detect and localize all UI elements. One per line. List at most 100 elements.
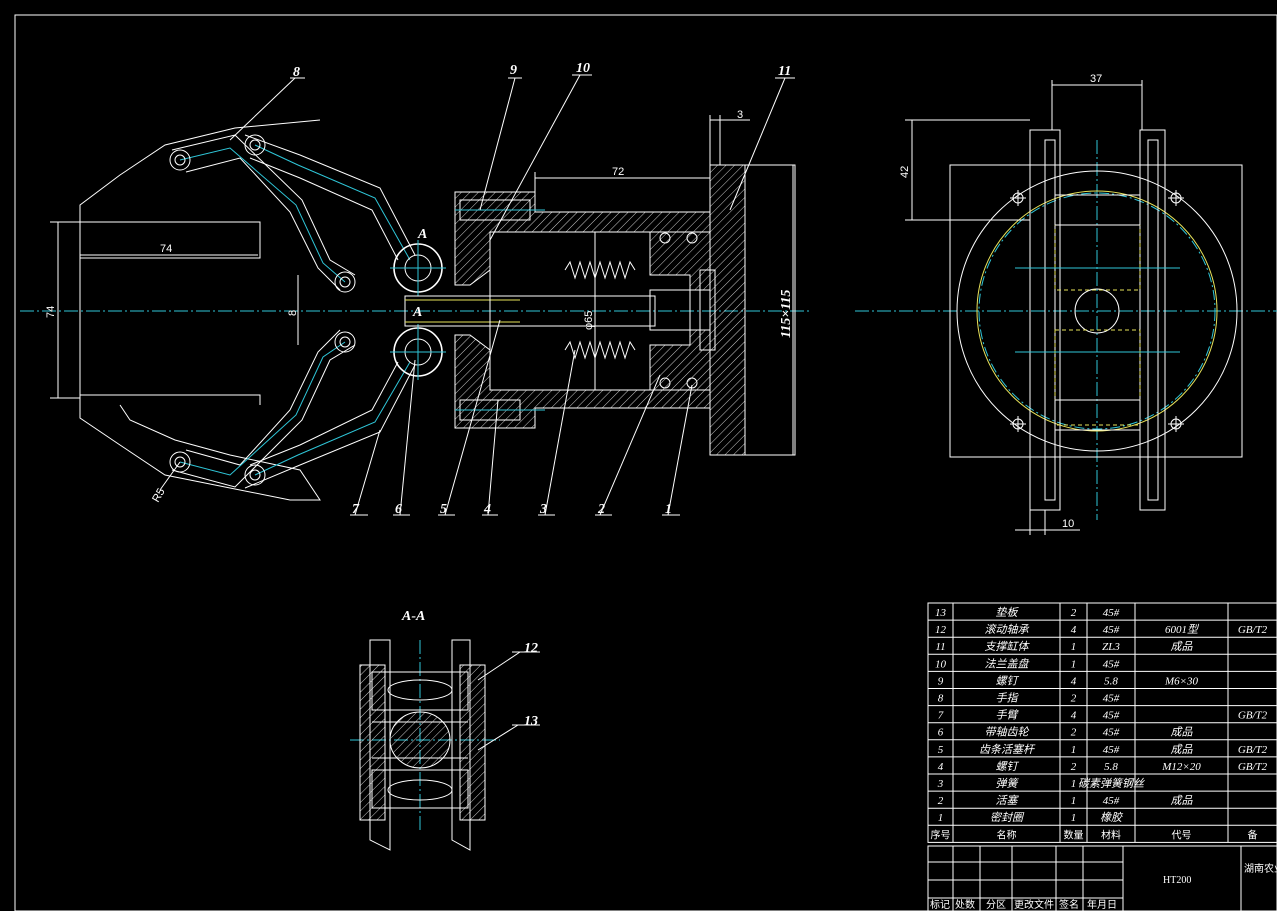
title-block: HT200 湖南农业 标记 处数 分区 更改文件 签名 年月日	[927, 845, 1277, 911]
table-cell-material: 45#	[1103, 710, 1120, 722]
label-part-7: 7	[352, 502, 360, 517]
table-cell-qty: 1	[1071, 812, 1077, 824]
table-cell-std: GB/T2	[1238, 624, 1268, 636]
table-header-name: 名称	[997, 828, 1017, 841]
dim-phi65: φ65	[583, 311, 595, 330]
label-part-11: 11	[778, 64, 791, 79]
footer-label-sign: 签名	[1059, 898, 1079, 911]
table-cell-qty: 4	[1071, 710, 1077, 722]
table-cell-name: 手臂	[996, 709, 1020, 722]
dim-74-vertical: 74	[45, 306, 57, 318]
gear-lower	[390, 324, 446, 380]
table-cell-name: 密封圈	[990, 811, 1025, 824]
table-cell-material: 45#	[1103, 658, 1120, 670]
table-cell-qty: 4	[1071, 675, 1077, 687]
table-cell-no: 11	[935, 641, 945, 653]
label-part-10: 10	[576, 61, 590, 76]
dim-42: 42	[899, 166, 911, 178]
table-cell-no: 5	[938, 744, 944, 756]
table-cell-qty: 2	[1071, 761, 1077, 773]
part-leaders	[229, 74, 795, 516]
table-cell-name: 弹簧	[996, 777, 1020, 790]
table-cell-material: 45#	[1103, 624, 1120, 636]
table-cell-qty: 2	[1071, 727, 1077, 739]
title-school: 湖南农业	[1244, 862, 1277, 875]
table-cell-no: 3	[937, 778, 944, 790]
table-cell-name: 垫板	[996, 606, 1020, 619]
table-cell-std: GB/T2	[1238, 761, 1268, 773]
label-part-5: 5	[440, 502, 447, 517]
dim-r5: R5	[150, 486, 167, 504]
footer-label-zone: 分区	[986, 899, 1006, 911]
table-cell-material: 5.8	[1104, 675, 1118, 687]
table-header-extra: 备	[1248, 828, 1258, 841]
table-cell-std: GB/T2	[1238, 710, 1268, 722]
dim-37: 37	[1090, 73, 1102, 85]
footer-label-count: 处数	[955, 898, 975, 911]
table-cell-qty: 1	[1071, 778, 1077, 790]
table-header-code: 代号	[1172, 829, 1192, 841]
gear-upper	[390, 240, 446, 296]
dim-10: 10	[1062, 518, 1074, 530]
table-cell-name: 螺钉	[996, 760, 1020, 773]
table-header-material: 材料	[1101, 828, 1121, 841]
label-part-13: 13	[524, 714, 538, 729]
table-cell-name: 带轴齿轮	[985, 726, 1030, 739]
table-cell-material: 45#	[1103, 795, 1120, 807]
side-view: 37 42 10	[855, 73, 1277, 535]
label-part-1: 1	[665, 502, 672, 517]
table-cell-qty: 2	[1071, 607, 1077, 619]
label-part-6: 6	[395, 502, 402, 517]
footer-label-change: 更改文件	[1014, 898, 1054, 911]
table-cell-code: 6001型	[1165, 623, 1200, 636]
footer-label-date: 年月日	[1087, 898, 1117, 911]
section-mark-a-top: A	[417, 227, 427, 242]
table-cell-qty: 1	[1071, 795, 1077, 807]
section-title: A-A	[401, 609, 425, 624]
table-cell-qty: 1	[1071, 744, 1077, 756]
spring	[564, 260, 636, 360]
label-part-4: 4	[483, 502, 491, 517]
label-part-8: 8	[293, 65, 300, 80]
table-cell-material: 碳素弹簧钢丝	[1078, 777, 1145, 790]
table-cell-no: 13	[935, 607, 947, 619]
table-cell-qty: 1	[1071, 641, 1077, 653]
table-cell-code: 成品	[1171, 794, 1194, 807]
table-header-qty: 数量	[1064, 828, 1084, 841]
table-cell-std: GB/T2	[1238, 744, 1268, 756]
table-cell-code: 成品	[1171, 743, 1194, 756]
table-cell-material: 5.8	[1104, 761, 1118, 773]
dimension-lines	[50, 115, 794, 491]
upper-arm	[169, 134, 416, 293]
table-cell-name: 支撑缸体	[985, 640, 1031, 653]
table-cell-no: 8	[938, 693, 944, 705]
footer-label-mark: 标记	[930, 899, 950, 911]
table-cell-code: 成品	[1171, 640, 1194, 653]
table-cell-name: 滚动轴承	[985, 623, 1030, 636]
lower-arm	[169, 329, 416, 489]
table-cell-name: 螺钉	[996, 674, 1020, 687]
label-part-2: 2	[597, 502, 605, 517]
dim-74-horizontal: 74	[160, 243, 172, 255]
table-cell-no: 12	[935, 624, 947, 636]
table-cell-name: 手指	[996, 692, 1020, 705]
table-header-no: 序号	[931, 828, 951, 841]
table-cell-qty: 4	[1071, 624, 1077, 636]
table-cell-material: 45#	[1103, 693, 1120, 705]
drawing-border	[14, 14, 1277, 911]
table-cell-no: 10	[935, 658, 947, 670]
table-cell-name: 齿条活塞杆	[979, 743, 1036, 756]
section-mark-a-bottom: A	[412, 305, 422, 320]
section-a-a-view: A-A 12 13	[350, 609, 540, 851]
table-cell-material: ZL3	[1102, 641, 1120, 653]
table-cell-qty: 2	[1071, 693, 1077, 705]
table-cell-no: 1	[938, 812, 944, 824]
label-part-12: 12	[524, 641, 538, 656]
table-cell-code: M6×30	[1164, 675, 1199, 687]
table-cell-material: 45#	[1103, 607, 1120, 619]
table-cell-name: 活塞	[996, 794, 1020, 807]
dim-72: 72	[612, 166, 624, 178]
table-cell-no: 2	[938, 795, 944, 807]
